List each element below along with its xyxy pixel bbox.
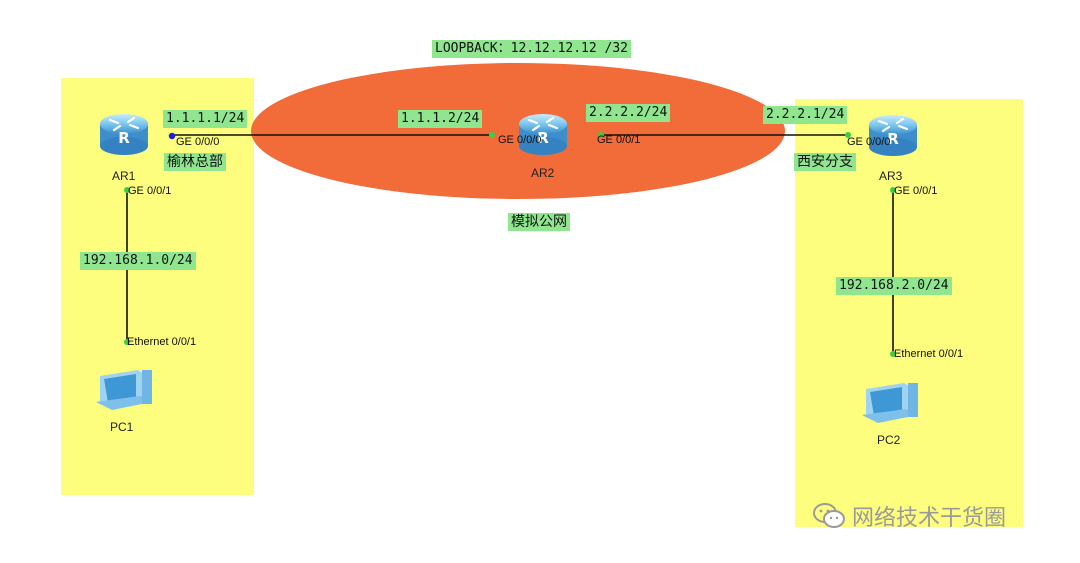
port-dot-ar2-ge000 [489,132,495,138]
device-name-ar2: AR2 [531,166,555,180]
device-name-pc1: PC1 [110,420,134,434]
port-label-pc2-eth: Ethernet 0/0/1 [894,348,964,360]
hq-site-label: 榆林总部 [164,153,226,171]
port-label-ar3-ge001: GE 0/0/1 [894,185,938,197]
lan-label-branch: 192.168.2.0/24 [836,277,952,295]
ip-label-ar1-ge000: 1.1.1.1/24 [163,110,248,128]
public-network-label: 模拟公网 [508,213,570,231]
device-name-ar1: AR1 [112,169,136,183]
port-label-ar2-ge001: GE 0/0/1 [597,134,641,146]
device-name-pc2: PC2 [877,433,901,447]
loopback-label: LOOPBACK：12.12.12.12 /32 [432,40,632,58]
pc-icon[interactable] [96,370,152,410]
port-label-ar2-ge000: GE 0/0/0 [498,134,542,146]
port-label-ar3-ge000: GE 0/0/0 [847,136,891,148]
public-network-cloud [251,63,785,199]
port-dot-ar3-ge001 [890,187,896,193]
hq-site-zone [61,78,254,495]
branch-site-label: 西安分支 [794,153,856,171]
ip-label-ar2-ge001: 2.2.2.2/24 [586,104,671,122]
port-dot-ar3-ge000 [845,132,851,138]
port-label-pc1-eth: Ethernet 0/0/1 [127,336,197,348]
port-label-ar1-ge001: GE 0/0/1 [128,185,172,197]
router-icon[interactable] [98,112,150,157]
wechat-icon [813,503,845,528]
ip-label-ar2-ge000: 1.1.1.2/24 [398,110,483,128]
watermark-text: 网络技术干货圈 [852,506,1007,531]
port-dot-ar1-ge000 [168,132,176,140]
device-name-ar3: AR3 [879,169,903,183]
port-label-ar1-ge000: GE 0/0/0 [176,136,220,148]
port-dot-ar1-ge001 [124,187,130,193]
ip-label-ar3-ge000: 2.2.2.1/24 [763,106,848,124]
port-dot-pc1-eth [124,339,130,345]
lan-label-hq: 192.168.1.0/24 [80,252,196,270]
port-dot-ar2-ge001 [598,132,604,138]
watermark: 网络技术干货圈 [812,500,1006,532]
pc-icon[interactable] [862,383,918,423]
port-dot-pc2-eth [890,351,896,357]
